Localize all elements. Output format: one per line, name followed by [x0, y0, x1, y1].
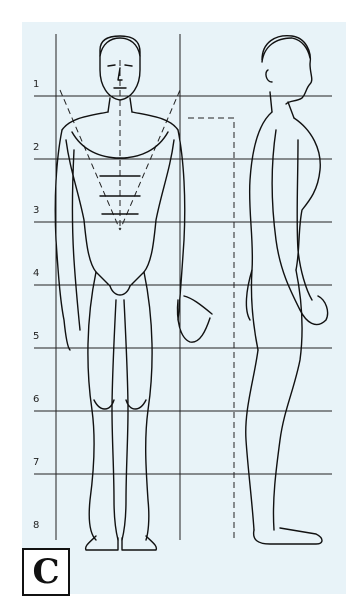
front-torso-left	[66, 140, 96, 272]
dashed-guides	[60, 60, 234, 540]
side-figure	[246, 36, 328, 544]
row-label-5: 5	[33, 331, 39, 342]
front-knees	[94, 400, 146, 409]
front-arm-left	[55, 130, 70, 350]
vertical-grid	[56, 34, 180, 540]
side-ear	[266, 70, 272, 82]
row-label-2: 2	[33, 142, 39, 153]
front-hand-right	[178, 296, 213, 342]
row-label-1: 1	[33, 79, 39, 90]
front-hair	[100, 38, 140, 56]
front-leg-right-inner	[122, 300, 128, 540]
row-label-8: 8	[33, 520, 39, 531]
plate-letter-badge: C	[22, 548, 70, 596]
row-label-4: 4	[33, 268, 39, 279]
front-leg-left-inner	[112, 300, 118, 540]
row-label-6: 6	[33, 394, 39, 405]
side-leg-front	[273, 270, 302, 530]
side-leg-back	[246, 350, 258, 530]
dashed-bracket	[188, 118, 234, 540]
side-arm-front	[297, 140, 312, 300]
front-pelvis	[96, 272, 144, 295]
side-foot	[254, 528, 322, 544]
front-figure	[55, 36, 212, 550]
front-leg-right	[144, 272, 152, 540]
front-torso-right	[144, 140, 174, 272]
front-leg-left	[88, 272, 96, 540]
front-feet	[86, 536, 157, 550]
horizontal-grid	[34, 96, 332, 474]
side-back	[250, 112, 272, 350]
row-label-7: 7	[33, 457, 39, 468]
row-label-3: 3	[33, 205, 39, 216]
